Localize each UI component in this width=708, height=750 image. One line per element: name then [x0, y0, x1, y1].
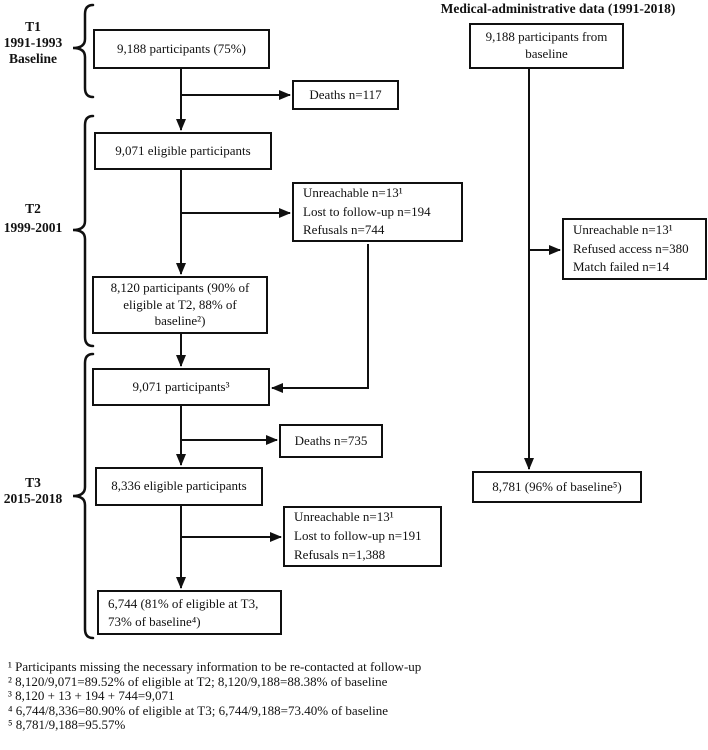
box-eligible-t2-text: 9,071 eligible participants — [115, 142, 251, 158]
right-column-title: Medical-administrative data (1991-2018) — [440, 1, 676, 16]
footnote-1: ¹ Participants missing the necessary inf… — [8, 659, 422, 674]
stage-label-t3: T3 2015-2018 — [0, 475, 66, 507]
losses-t2-line2: Lost to follow-up n=194 — [303, 203, 431, 219]
losses-t3-line3: Refusals n=1,388 — [294, 546, 386, 562]
footnotes: ¹ Participants missing the necessary inf… — [8, 659, 568, 733]
box-eligible-t3: 8,336 eligible participants — [95, 467, 263, 506]
box-deaths-t3-text: Deaths n=735 — [294, 432, 368, 448]
admin-losses-line1: Unreachable n=13¹ — [573, 221, 673, 237]
participants-t2-line1: 8,120 participants (90% of — [110, 279, 250, 295]
participants-t3-line2: 73% of baseline⁴) — [108, 613, 201, 629]
losses-t3-line1: Unreachable n=13¹ — [294, 509, 394, 525]
stage-t3-line2: 2015-2018 — [3, 491, 63, 506]
box-deaths-t1-text: Deaths n=117 — [309, 86, 382, 102]
t3-brace — [72, 352, 95, 640]
box-admin-losses: Unreachable n=13¹ Refused access n=380 M… — [562, 218, 707, 280]
admin-losses-line2: Refused access n=380 — [573, 240, 689, 256]
box-eligible-t3-text: 8,336 eligible participants — [111, 478, 247, 494]
box-participants-t2: 8,120 participants (90% of eligible at T… — [92, 276, 268, 334]
admin-losses-line3: Match failed n=14 — [573, 259, 670, 275]
stage-t3-line1: T3 — [25, 475, 41, 490]
losses-t3-line2: Lost to follow-up n=191 — [294, 528, 422, 544]
stage-t2-line2: 1999-2001 — [3, 220, 63, 235]
stage-t1-line2: 1991-1993 — [3, 35, 63, 50]
box-losses-t3: Unreachable n=13¹ Lost to follow-up n=19… — [283, 506, 442, 567]
box-admin-final: 8,781 (96% of baseline⁵) — [472, 471, 642, 503]
losses-t2-line1: Unreachable n=13¹ — [303, 184, 403, 200]
box-baseline-text: 9,188 participants (75%) — [117, 40, 246, 56]
box-losses-t2: Unreachable n=13¹ Lost to follow-up n=19… — [292, 182, 463, 242]
stage-label-t2: T2 1999-2001 — [0, 199, 66, 237]
box-pool-t3-text: 9,071 participants³ — [132, 378, 230, 394]
stage-t2-line1: T2 — [25, 201, 41, 216]
box-participants-t3: 6,744 (81% of eligible at T3, 73% of bas… — [97, 590, 282, 635]
stage-t1-line1: T1 — [25, 19, 41, 34]
arrow-losses-t2-to-pool-t3 — [271, 244, 369, 393]
footnote-5: ⁵ 8,781/9,188=95.57% — [8, 717, 126, 732]
box-deaths-t3: Deaths n=735 — [279, 424, 383, 458]
footnote-3: ³ 8,120 + 13 + 194 + 744=9,071 — [8, 688, 175, 703]
box-baseline-participants: 9,188 participants (75%) — [93, 29, 270, 69]
footnote-2: ² 8,120/9,071=89.52% of eligible at T2; … — [8, 673, 388, 689]
footnote-4: ⁴ 6,744/8,336=80.90% of eligible at T3; … — [8, 702, 389, 718]
stage-label-t1: T1 1991-1993 Baseline — [0, 19, 66, 67]
participants-t3-line1: 6,744 (81% of eligible at T3, — [108, 595, 259, 611]
box-admin-baseline: 9,188 participants from baseline — [469, 23, 624, 69]
participants-t2-line2: eligible at T2, 88% of — [123, 296, 237, 312]
t1-brace — [72, 3, 95, 99]
admin-baseline-line1: 9,188 participants from — [485, 29, 608, 45]
box-pool-t3: 9,071 participants³ — [92, 368, 270, 406]
participants-t2-line3: baseline²) — [154, 313, 206, 329]
box-deaths-t1: Deaths n=117 — [292, 80, 399, 110]
box-eligible-t2: 9,071 eligible participants — [94, 132, 272, 170]
losses-t2-line3: Refusals n=744 — [303, 222, 385, 238]
stage-t1-line3: Baseline — [8, 51, 57, 66]
t2-brace — [72, 114, 95, 348]
box-admin-final-text: 8,781 (96% of baseline⁵) — [492, 478, 622, 494]
admin-baseline-line2: baseline — [525, 46, 568, 61]
